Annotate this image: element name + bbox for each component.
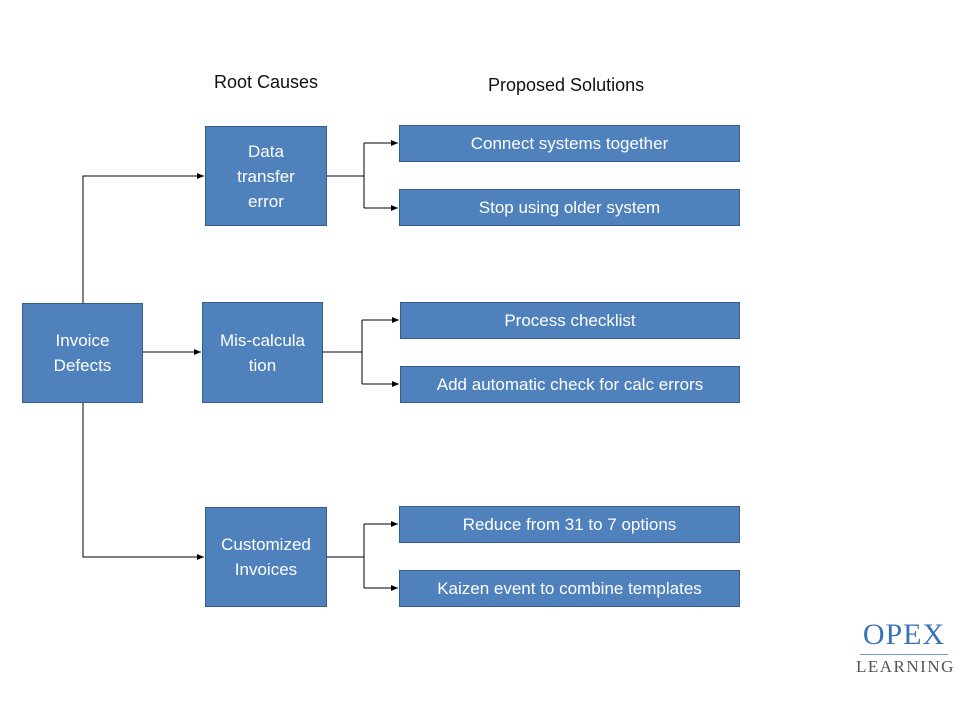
connector-root-to-data-transfer [82, 173, 204, 303]
solution-connect-systems: Connect systems together [399, 125, 740, 162]
solution-reduce-options: Reduce from 31 to 7 options [399, 506, 740, 543]
customized-invoices-box: Customized Invoices [205, 507, 327, 607]
opex-learning-logo: OPEX LEARNING [856, 618, 955, 677]
connector-root-to-customized [82, 403, 204, 560]
root-causes-heading: Root Causes [214, 72, 319, 92]
solution-kaizen-event-label: Kaizen event to combine templates [437, 579, 702, 598]
logo-opex-text: OPEX [862, 618, 946, 651]
invoice-defects-line-1: Invoice [55, 331, 110, 350]
connector-customized-to-solutions [327, 524, 365, 588]
solution-stop-older-system: Stop using older system [399, 189, 740, 226]
mis-calculation-box: Mis-calcula tion [202, 302, 323, 403]
invoice-defects-line-2: Defects [53, 356, 112, 375]
solution-process-checklist: Process checklist [400, 302, 740, 339]
logo-divider [860, 654, 948, 655]
solution-reduce-options-label: Reduce from 31 to 7 options [462, 515, 677, 534]
connector-data-transfer-to-solutions [327, 142, 398, 209]
logo-learning-text: LEARNING [856, 657, 955, 676]
solution-automatic-check-label: Add automatic check for calc errors [436, 375, 704, 394]
data-transfer-error-line-2: transfer [237, 166, 295, 186]
data-transfer-error-box: Data transfer error [205, 126, 327, 226]
invoice-defects-box: Invoice Defects [22, 303, 143, 403]
solution-kaizen-event: Kaizen event to combine templates [399, 570, 740, 607]
data-transfer-error-line-1: Data [248, 141, 284, 161]
connector-mis-calculation-to-solutions [323, 320, 363, 384]
mis-calculation-line-2: tion [248, 355, 277, 375]
mis-calculation-line-1: Mis-calcula [219, 330, 306, 350]
solution-process-checklist-label: Process checklist [504, 311, 636, 330]
solution-connect-systems-label: Connect systems together [470, 134, 669, 153]
solution-stop-older-system-label: Stop using older system [478, 198, 661, 217]
customized-invoices-line-2: Invoices [234, 560, 298, 579]
proposed-solutions-heading: Proposed Solutions [488, 75, 645, 95]
solution-automatic-check: Add automatic check for calc errors [400, 366, 740, 403]
customized-invoices-line-1: Customized [221, 535, 311, 554]
data-transfer-error-line-3: error [248, 191, 284, 211]
